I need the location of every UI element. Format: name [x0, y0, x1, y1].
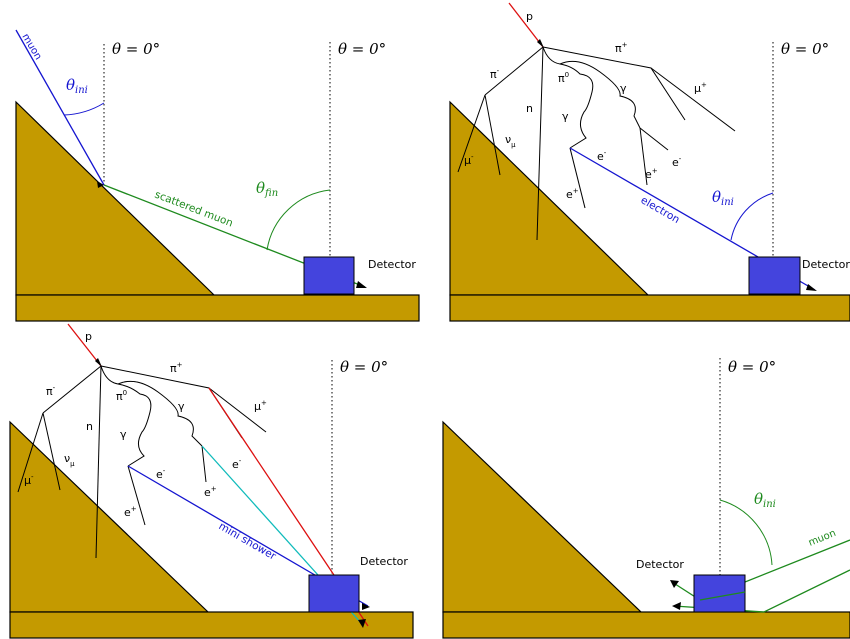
- hill-slope: [449, 100, 650, 296]
- theta-zero-label: θ = 0°: [338, 40, 386, 58]
- gamma-label: γ: [120, 428, 127, 441]
- arrow-head: [95, 358, 102, 367]
- mu-minus-track: [17, 412, 44, 493]
- gamma-label: γ: [620, 82, 627, 95]
- theta-ini-label: θini: [754, 490, 776, 510]
- detector-label: Detector: [368, 258, 416, 271]
- theta-ini-arc: [63, 102, 105, 116]
- gamma-photon: [559, 60, 641, 129]
- electron-track: [127, 465, 146, 526]
- mu-minus-track: [457, 94, 486, 173]
- theta-zero-label: θ = 0°: [781, 40, 829, 58]
- proton-track: [67, 323, 102, 367]
- theta-fin-arc: [266, 189, 331, 251]
- electron-minus-label: e-: [672, 155, 682, 169]
- theta-ini-arc: [730, 192, 774, 241]
- gamma-photon: [100, 365, 152, 467]
- theta-ini-label: θini: [66, 76, 88, 96]
- electron-minus-label: e-: [156, 467, 166, 481]
- pi-minus-label: π-: [490, 67, 500, 81]
- pi-plus-label: π+: [615, 41, 628, 55]
- neutron-track: [536, 46, 544, 241]
- theta-zero-label: θ = 0°: [340, 358, 388, 376]
- muon-label: muon: [807, 528, 838, 549]
- detector-label: Detector: [636, 558, 684, 571]
- neutron-label: n: [526, 102, 533, 115]
- panel-bottom-left: θ = 0° p π- π+ π0 n γ γ μ+ μ- νμ e- e- e…: [9, 323, 414, 639]
- ground-slab: [442, 611, 850, 639]
- pi-minus-track: [484, 46, 544, 96]
- electron-track: [639, 127, 648, 186]
- nu-mu-label: νμ: [64, 452, 75, 468]
- pi-zero-label: π0: [116, 389, 127, 403]
- arrow-head: [358, 619, 366, 628]
- proton-label: p: [526, 10, 533, 23]
- panel-bottom-right: θ = 0° θini muon Detector: [442, 358, 850, 639]
- theta-fin-label: θfin: [256, 179, 278, 199]
- mu-minus-label: μ-: [464, 153, 474, 167]
- electron-minus-label: e-: [597, 149, 607, 163]
- mu-plus-label: μ+: [694, 81, 707, 95]
- neutron-track: [95, 365, 102, 559]
- mu-plus-label: μ+: [254, 399, 267, 413]
- ground-slab: [15, 294, 420, 322]
- mu-minus-label: μ-: [24, 473, 34, 487]
- gamma-label: γ: [562, 110, 569, 123]
- detector-box: [303, 256, 355, 295]
- ground-slab: [449, 294, 850, 322]
- detector-box: [308, 574, 360, 613]
- arrow-head: [806, 284, 817, 291]
- theta-ini-arc: [719, 499, 773, 566]
- nu-mu-track: [42, 412, 61, 491]
- pi-minus-label: π-: [46, 384, 56, 398]
- arrow-head: [356, 281, 367, 288]
- arrow-head: [670, 580, 679, 588]
- theta-zero-label: θ = 0°: [728, 358, 776, 376]
- positron-label: e+: [124, 505, 137, 519]
- electron-track: [201, 445, 207, 483]
- positron-label: e+: [566, 187, 579, 201]
- detector-box: [748, 256, 801, 295]
- scatter-point: [97, 181, 104, 188]
- gamma-photon: [117, 380, 203, 447]
- muon-track: [15, 29, 105, 186]
- electron-track: [639, 127, 669, 151]
- muon-label: muon: [19, 32, 43, 62]
- gamma-label: γ: [178, 400, 185, 413]
- positron-label: e+: [645, 167, 658, 181]
- proton-label: p: [85, 330, 92, 343]
- arrow-head: [362, 603, 370, 610]
- pi-zero-label: π0: [558, 71, 569, 85]
- neutron-label: n: [86, 420, 93, 433]
- arrow-head: [672, 602, 681, 610]
- gamma-photon: [542, 46, 594, 149]
- theta-ini-label: θini: [712, 188, 734, 208]
- mini-shower-label: mini shower: [217, 520, 279, 563]
- pi-plus-label: π+: [170, 361, 183, 375]
- panel-top-left: θ = 0° θ = 0° muon θini scattered muon θ…: [15, 29, 420, 322]
- electron-minus-label: e-: [232, 457, 242, 471]
- muon-track-upper: [699, 591, 746, 601]
- detector-label: Detector: [802, 258, 850, 271]
- positron-label: e+: [204, 485, 217, 499]
- pi-minus-track: [42, 365, 102, 414]
- electron-track: [569, 147, 586, 209]
- hill-slope: [442, 420, 643, 613]
- theta-zero-label: θ = 0°: [112, 40, 160, 58]
- detector-label: Detector: [360, 555, 408, 568]
- mu-plus-track: [650, 67, 736, 132]
- hill-slope: [9, 420, 210, 613]
- panel-top-right: θ = 0° p π- π+ π0 n γ γ μ+ μ- νμ e- e- e…: [449, 2, 850, 322]
- electron-label: electron: [639, 194, 682, 226]
- nu-mu-label: νμ: [505, 133, 516, 149]
- arrow-head: [537, 39, 544, 48]
- mu-plus-track: [208, 387, 267, 433]
- nu-mu-track: [484, 94, 501, 176]
- proton-track: [508, 2, 544, 48]
- ground-slab: [9, 611, 414, 639]
